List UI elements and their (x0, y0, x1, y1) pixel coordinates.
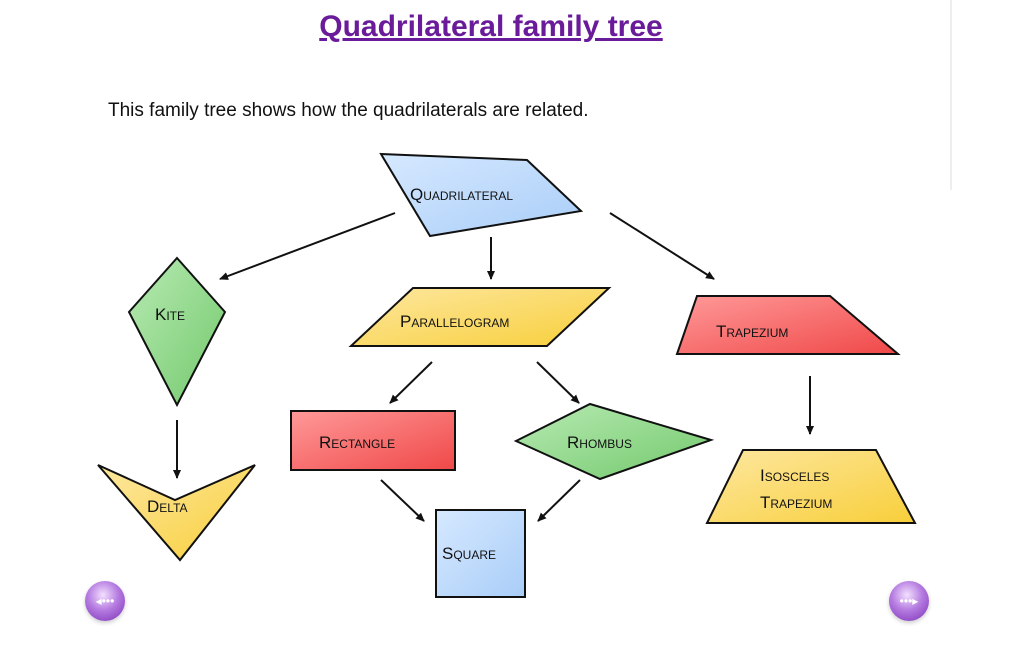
label-rectangle: Rectangle (319, 433, 395, 452)
divider (950, 0, 952, 190)
label-quadrilateral: Quadrilateral (410, 185, 513, 204)
arrow-parallelogram-rhombus (536, 361, 580, 404)
page-title: Quadrilateral family tree (319, 10, 663, 43)
parallelogram-shape (348, 287, 612, 347)
label-isosceles-trapezium: Trapezium (760, 493, 832, 512)
trapezium-shape (675, 295, 901, 355)
arrow-quad-kite (219, 212, 396, 280)
isosceles-trapezium-shape (705, 449, 917, 524)
subtitle: This family tree shows how the quadrilat… (108, 100, 589, 121)
prev-slide-button[interactable]: ◂••• (85, 581, 125, 621)
rectangle-shape (290, 410, 456, 471)
rhombus-shape (513, 402, 715, 481)
label-parallelogram: Parallelogram (400, 312, 509, 331)
quadrilateral-shape (379, 152, 584, 238)
label-delta: Delta (147, 497, 188, 516)
arrow-rhombus-square (537, 479, 581, 522)
label-kite: Kite (155, 305, 185, 324)
label-rhombus: Rhombus (567, 433, 632, 452)
arrow-rectangle-square (380, 479, 425, 522)
arrow-left-icon: ◂••• (95, 594, 115, 608)
arrow-parallelogram-rectangle (389, 361, 433, 404)
label-trapezium: Trapezium (716, 322, 788, 341)
label-square: Square (442, 544, 496, 563)
arrow-right-icon: •••▸ (899, 594, 919, 608)
square-shape (435, 509, 526, 598)
label-isosceles: Isosceles (760, 466, 829, 485)
delta-shape (97, 464, 256, 562)
kite-shape (127, 256, 227, 408)
next-slide-button[interactable]: •••▸ (889, 581, 929, 621)
arrow-quad-trapezium (609, 212, 715, 280)
